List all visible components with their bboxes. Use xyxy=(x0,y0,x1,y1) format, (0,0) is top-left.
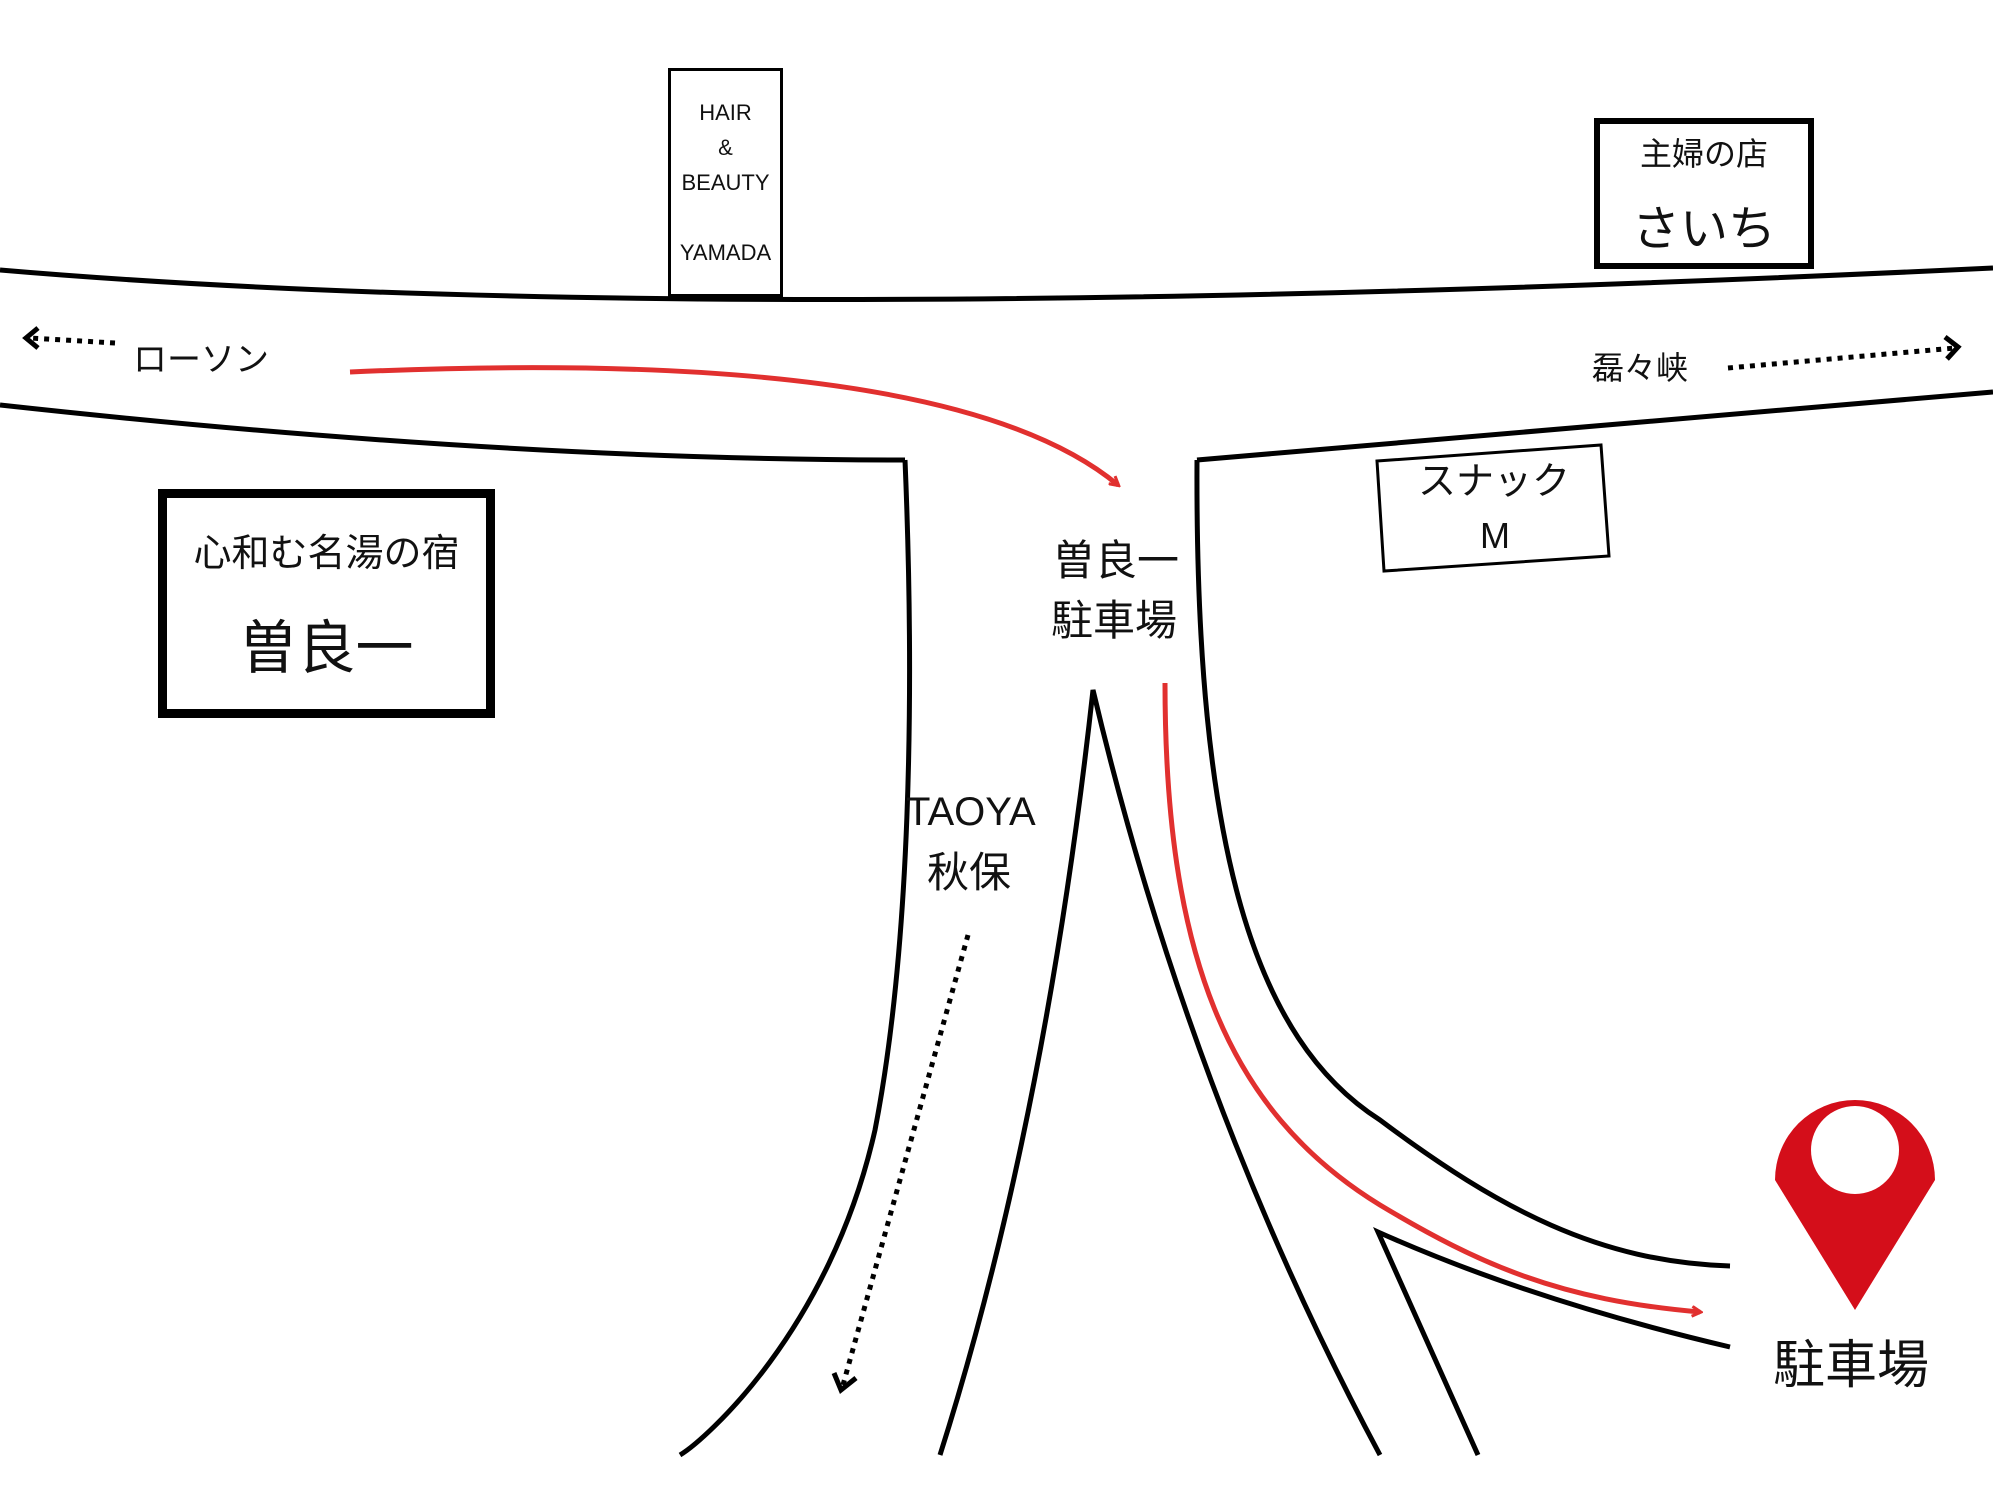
parking-sign-line2: 駐車場 xyxy=(1051,596,1178,645)
hair-beauty-yamada-sign: HAIR & BEAUTY YAMADA xyxy=(668,68,783,297)
snack-building-outline xyxy=(1375,443,1611,573)
direction-right-label: 磊々峡 xyxy=(1592,349,1689,387)
hotel-name: 曽良一 xyxy=(239,614,414,682)
direction-left-label: ローソン xyxy=(133,340,269,380)
hair-sign-line: YAMADA xyxy=(679,240,772,265)
destination-label: 駐車場 xyxy=(1773,1336,1930,1396)
road-edge-bottom-left xyxy=(0,402,906,463)
hotel-sign: 心和む名湯の宿 曽良一 xyxy=(158,489,495,718)
hotel-tagline: 心和む名湯の宿 xyxy=(193,531,460,575)
map-pin-icon xyxy=(1775,1100,1935,1310)
direction-down-label-2: 秋保 xyxy=(927,848,1012,897)
hair-sign-line: HAIR xyxy=(699,100,752,125)
snack-line2: M xyxy=(1480,515,1510,556)
direction-arrow-left-head xyxy=(22,326,40,350)
road-edge-top xyxy=(0,265,1993,303)
saichi-line2: さいち xyxy=(1631,200,1776,257)
direction-arrow-down-head xyxy=(831,1372,858,1395)
road-median xyxy=(937,689,1383,1457)
direction-arrow-left xyxy=(29,335,116,346)
direction-arrow-right xyxy=(1727,345,1956,371)
route-arrow-down xyxy=(1162,682,1700,1312)
hair-sign-line: & xyxy=(718,135,733,160)
route-arrow-top xyxy=(349,365,1118,485)
direction-down-label-1: TAOYA xyxy=(906,790,1036,834)
road-branch-lower xyxy=(1373,1227,1731,1457)
hair-sign-line: BEAUTY xyxy=(681,170,770,195)
road-edge-bottom-right xyxy=(1196,389,1993,463)
direction-arrow-right-head xyxy=(1943,335,1962,361)
snack-line1: スナック xyxy=(1418,459,1571,503)
road-edge-right-curve xyxy=(1194,459,1731,1269)
direction-arrow-down xyxy=(840,934,971,1386)
saichi-line1: 主婦の店 xyxy=(1639,134,1768,173)
parking-sign-line1: 曽良一 xyxy=(1053,536,1180,585)
saichi-store-sign: 主婦の店 さいち xyxy=(1594,118,1814,269)
road-edge-left-down xyxy=(678,459,913,1458)
